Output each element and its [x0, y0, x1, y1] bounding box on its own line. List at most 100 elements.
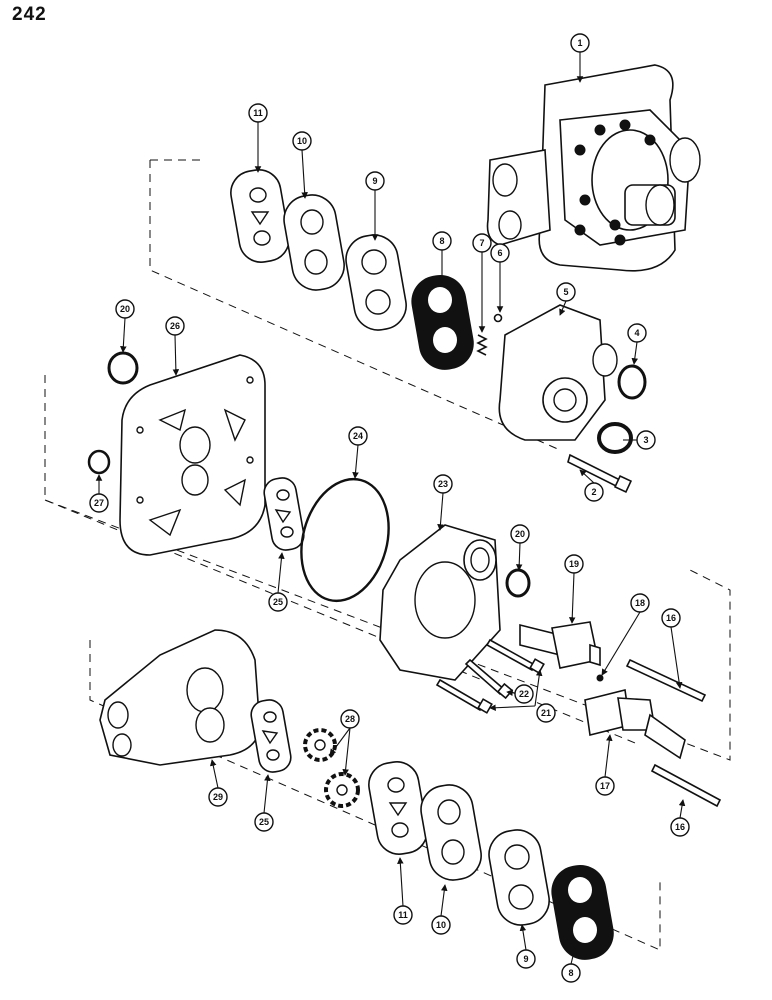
svg-text:23: 23	[438, 479, 448, 489]
dowel-pin-part-16-upper	[625, 658, 707, 703]
seal-part-8-lower	[551, 864, 614, 960]
callout-8-upper: 8	[432, 231, 452, 251]
svg-text:9: 9	[523, 954, 528, 964]
callout-9-upper: 9	[365, 171, 385, 191]
svg-text:22: 22	[519, 689, 529, 699]
callout-1: 1	[570, 33, 590, 53]
gasket-part-10-lower	[420, 784, 482, 881]
seal-part-3	[597, 422, 633, 454]
svg-text:11: 11	[398, 910, 408, 920]
svg-text:7: 7	[479, 238, 484, 248]
seal-part-8-upper	[411, 274, 474, 370]
callout-3: 3	[636, 430, 656, 450]
callout-10-upper: 10	[292, 131, 312, 151]
callout-18: 18	[630, 593, 650, 613]
rear-housing-part-29	[99, 629, 261, 766]
pump-body-part	[486, 64, 701, 272]
svg-text:25: 25	[259, 817, 269, 827]
page-number: 242	[12, 4, 47, 25]
plate-part-25-lower	[250, 699, 292, 773]
assembly-outline-upper	[149, 159, 561, 451]
callout-16-lower: 16	[670, 817, 690, 837]
callout-21: 21	[536, 703, 556, 723]
spring-part-7	[476, 334, 488, 356]
svg-text:1: 1	[577, 38, 582, 48]
svg-text:19: 19	[569, 559, 579, 569]
bolt-part-21-lower	[435, 678, 493, 714]
svg-text:20: 20	[120, 304, 130, 314]
svg-text:26: 26	[170, 321, 180, 331]
gear-housing-part-23	[379, 524, 501, 681]
svg-text:20: 20	[515, 529, 525, 539]
callout-7: 7	[472, 233, 492, 253]
callout-17: 17	[595, 776, 615, 796]
o-ring-part-24	[300, 477, 390, 603]
svg-text:5: 5	[563, 287, 568, 297]
leader-lines	[95, 52, 686, 965]
svg-text:8: 8	[439, 236, 444, 246]
svg-text:27: 27	[94, 498, 104, 508]
gasket-part-10-upper	[283, 194, 345, 291]
svg-text:6: 6	[497, 248, 502, 258]
key-part-18	[596, 674, 604, 682]
svg-text:9: 9	[372, 176, 377, 186]
wear-plate-part-11-upper	[230, 169, 290, 263]
callout-2: 2	[584, 482, 604, 502]
svg-text:10: 10	[436, 920, 446, 930]
svg-text:16: 16	[675, 822, 685, 832]
callout-20-lower: 20	[510, 524, 530, 544]
callout-6: 6	[490, 243, 510, 263]
front-cover-part-5	[498, 304, 618, 441]
callout-25-upper: 25	[268, 592, 288, 612]
svg-text:17: 17	[600, 781, 610, 791]
check-ball-part-6	[493, 313, 503, 323]
callout-5: 5	[556, 282, 576, 302]
callout-23: 23	[433, 474, 453, 494]
drive-gear-shaft-part-17	[584, 689, 686, 760]
callout-29: 29	[208, 787, 228, 807]
svg-text:10: 10	[297, 136, 307, 146]
o-ring-part-4	[617, 364, 647, 400]
callout-8-lower: 8	[561, 963, 581, 983]
callout-19: 19	[564, 554, 584, 574]
svg-text:4: 4	[634, 328, 639, 338]
gasket-part-9-lower	[488, 829, 550, 926]
callout-16-upper: 16	[661, 608, 681, 628]
callout-27: 27	[89, 493, 109, 513]
svg-text:11: 11	[253, 108, 263, 118]
end-plate-part-26	[119, 354, 266, 556]
svg-text:3: 3	[643, 435, 648, 445]
svg-text:28: 28	[345, 714, 355, 724]
callout-11-lower: 11	[393, 905, 413, 925]
callout-24: 24	[348, 426, 368, 446]
callout-9-lower: 9	[516, 949, 536, 969]
svg-text:18: 18	[635, 598, 645, 608]
o-ring-part-20-lower	[505, 568, 531, 598]
o-ring-part-27	[87, 449, 111, 475]
o-ring-part-20-upper	[107, 351, 139, 385]
svg-text:2: 2	[591, 487, 596, 497]
callout-11-upper: 11	[248, 103, 268, 123]
callout-22: 22	[514, 684, 534, 704]
svg-text:24: 24	[353, 431, 363, 441]
bolt-part-2	[567, 453, 633, 494]
svg-text:29: 29	[213, 792, 223, 802]
gears-part-28	[303, 728, 360, 808]
callout-25-lower: 25	[254, 812, 274, 832]
callout-28: 28	[340, 709, 360, 729]
svg-text:16: 16	[666, 613, 676, 623]
plate-part-25-upper	[263, 477, 305, 551]
dowel-pin-part-16-lower	[650, 763, 722, 808]
gear-shaft-part-19	[519, 621, 601, 669]
assembly-outline-middle	[44, 375, 731, 761]
gasket-part-9-upper	[345, 234, 407, 331]
callout-10-lower: 10	[431, 915, 451, 935]
callout-20-upper: 20	[115, 299, 135, 319]
svg-text:25: 25	[273, 597, 283, 607]
svg-text:8: 8	[568, 968, 573, 978]
bolt-part-22	[464, 658, 514, 700]
callout-26: 26	[165, 316, 185, 336]
svg-text:21: 21	[541, 708, 551, 718]
callout-4: 4	[627, 323, 647, 343]
